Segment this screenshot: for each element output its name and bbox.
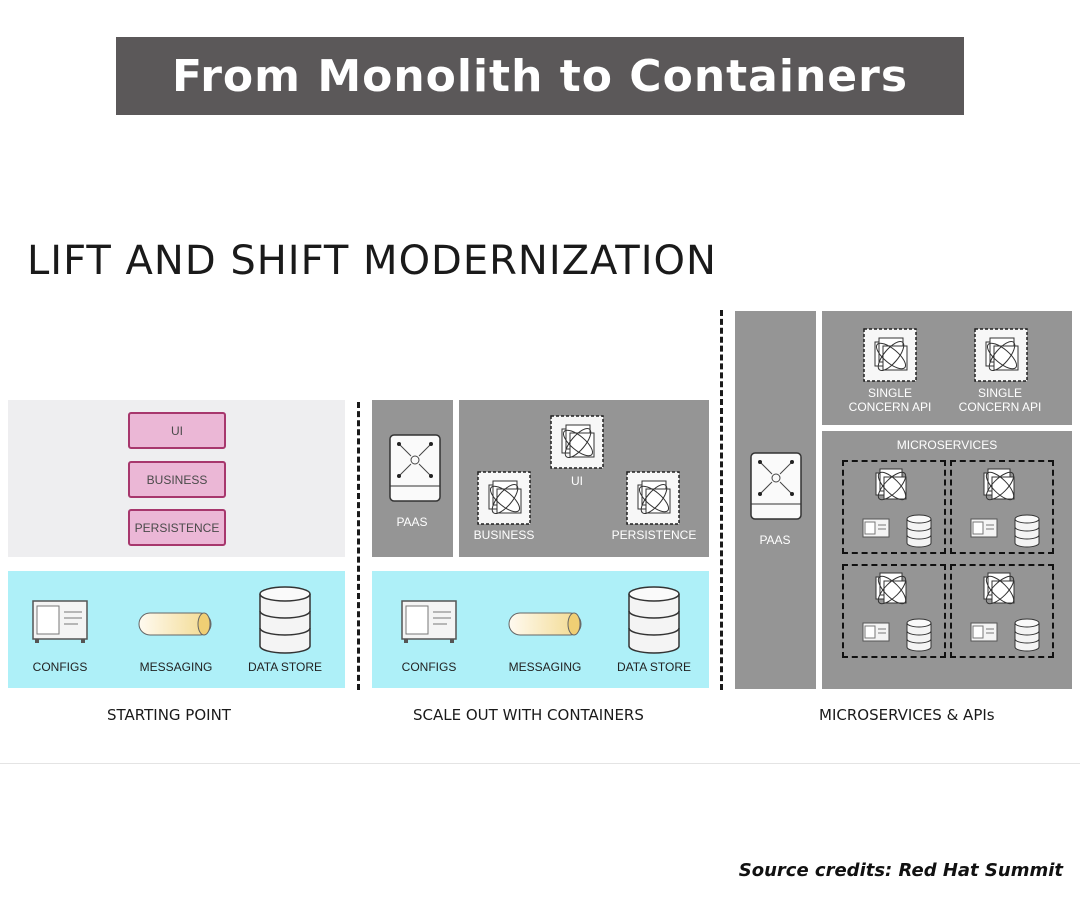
database-icon: [1014, 514, 1040, 548]
database-icon: [628, 586, 680, 654]
service-configs: CONFIGS: [32, 660, 88, 674]
source-credit: Source credits: Red Hat Summit: [738, 860, 1063, 881]
phase-divider: [357, 402, 360, 690]
api-label-1: SINGLE CONCERN API: [848, 386, 932, 414]
configs-icon: [862, 622, 890, 642]
layer-ui: UI: [128, 412, 226, 449]
database-icon: [906, 618, 932, 652]
microservice-cell: [950, 460, 1054, 554]
container-persistence-icon: [626, 471, 680, 525]
paas-label-scale: PAAS: [396, 515, 428, 529]
service-data-store-scale: DATA STORE: [616, 660, 691, 674]
configs-icon: [862, 518, 890, 538]
component-persistence: PERSISTENCE: [611, 528, 697, 542]
phase-divider: [720, 310, 723, 690]
page-title: From Monolith to Containers: [171, 50, 909, 102]
microservice-cell: [842, 460, 946, 554]
configs-icon: [32, 600, 88, 643]
service-messaging: MESSAGING: [139, 660, 213, 674]
database-icon: [259, 586, 311, 654]
container-icon: [983, 572, 1015, 605]
microservice-cell: [842, 564, 946, 658]
component-business: BUSINESS: [473, 528, 535, 542]
api-label-2: SINGLE CONCERN API: [958, 386, 1042, 414]
caption-microservices: MICROSERVICES & APIs: [819, 706, 995, 724]
container-business-icon: [477, 471, 531, 525]
configs-icon: [401, 600, 457, 643]
database-icon: [906, 514, 932, 548]
caption-scale-out: SCALE OUT WITH CONTAINERS: [413, 706, 644, 724]
diagram-heading: LIFT AND SHIFT MODERNIZATION: [27, 238, 717, 284]
service-data-store: DATA STORE: [247, 660, 322, 674]
database-icon: [1014, 618, 1040, 652]
messaging-pipe-icon: [138, 612, 212, 636]
service-configs-scale: CONFIGS: [401, 660, 457, 674]
service-messaging-scale: MESSAGING: [508, 660, 582, 674]
layer-persistence: PERSISTENCE: [128, 509, 226, 546]
configs-icon: [970, 518, 998, 538]
layer-business: BUSINESS: [128, 461, 226, 498]
single-concern-api-icon: [974, 328, 1028, 382]
messaging-pipe-icon: [508, 612, 582, 636]
paas-icon: [750, 452, 802, 520]
container-icon: [875, 572, 907, 605]
single-concern-api-icon: [863, 328, 917, 382]
paas-label-micro: PAAS: [759, 533, 791, 547]
paas-icon: [389, 434, 441, 502]
container-ui-icon: [550, 415, 604, 469]
container-icon: [983, 468, 1015, 501]
microservice-cell: [950, 564, 1054, 658]
caption-starting-point: STARTING POINT: [107, 706, 231, 724]
microservices-group-label: MICROSERVICES: [896, 438, 998, 452]
title-banner: From Monolith to Containers: [116, 37, 964, 115]
component-ui: UI: [571, 474, 583, 488]
footer-divider: [0, 763, 1080, 764]
container-icon: [875, 468, 907, 501]
configs-icon: [970, 622, 998, 642]
